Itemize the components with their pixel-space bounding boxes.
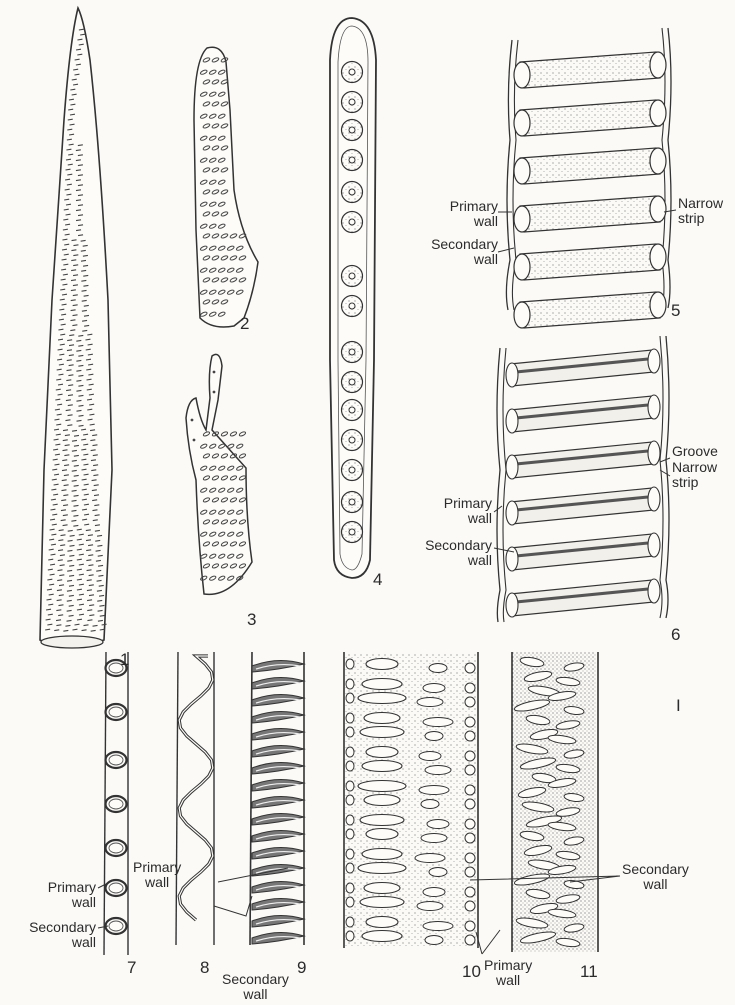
label-f6-groove: Groove [672, 444, 718, 459]
label-f5-primary-wall: Primary wall [436, 199, 498, 229]
figure-number-5: 5 [671, 301, 680, 321]
figure-11-reticulate [512, 652, 598, 952]
label-f7-primary-wall: Primary wall [34, 880, 96, 910]
figure-number-11: 11 [580, 962, 598, 982]
figure-number-6: 6 [671, 625, 680, 645]
label-f11-secondary-wall: Secondary wall [622, 862, 689, 892]
label-f10-primary-wall: Primary wall [484, 958, 532, 988]
figure-number-2: 2 [240, 314, 249, 334]
figure-number-7: 7 [127, 958, 136, 978]
figure-8-helical [176, 652, 214, 945]
label-f7-secondary-wall: Secondary wall [14, 920, 96, 950]
figure-4-bordered-pits [330, 18, 376, 578]
figure-9-double-helical [250, 652, 304, 945]
label-f6-narrow-strip: Narrow strip [672, 460, 717, 490]
figure-7-annular [104, 652, 128, 955]
figure-number-8: 8 [200, 958, 209, 978]
label-f6-primary-wall: Primary wall [430, 496, 492, 526]
figure-3-forked-fiber [186, 354, 252, 594]
corner-mark: I [676, 696, 681, 716]
label-f89-primary-wall: Primary wall [133, 860, 181, 890]
label-f89-secondary-wall: Secondary wall [222, 972, 289, 1002]
figure-number-4: 4 [373, 570, 382, 590]
figure-number-9: 9 [297, 958, 306, 978]
figure-number-10: 10 [462, 962, 481, 982]
figure-5-scalariform [506, 28, 671, 328]
figure-6-scalariform-grooved [497, 336, 669, 622]
figure-number-3: 3 [247, 610, 256, 630]
figure-10-pitted [344, 652, 478, 948]
label-f5-secondary-wall: Secondary wall [418, 237, 498, 267]
figure-number-1: 1 [120, 650, 129, 670]
figure-2-fiber [194, 47, 258, 327]
label-f5-narrow-strip: Narrow strip [678, 196, 723, 226]
figure-1-tracheid [40, 8, 112, 648]
label-f6-secondary-wall: Secondary wall [412, 538, 492, 568]
